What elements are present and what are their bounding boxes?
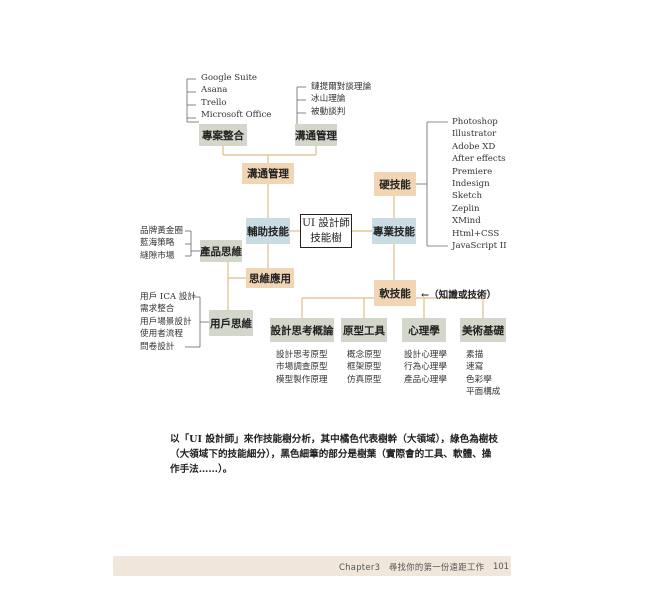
psychology-items-list: 設計心理學 行為心理學 產品心理學	[404, 349, 447, 386]
list-item: 素描	[466, 350, 484, 360]
footer-chapter: Chapter3 尋找你的第一份遠距工作	[339, 562, 485, 572]
list-item: JavaScript II	[452, 240, 507, 251]
list-item: Microsoft Office	[201, 110, 272, 121]
list-item: Adobe XD	[452, 141, 496, 152]
list-item: 仿真原型	[347, 374, 382, 385]
center-line-1: UI 設計師	[302, 217, 350, 229]
list-item: Sketch	[452, 191, 482, 202]
communication-management-node: 溝通管理	[242, 163, 294, 184]
list-item: 問卷設計	[140, 341, 175, 352]
list-item: Illustrator	[452, 129, 497, 140]
user-thinking-node: 用戶思維	[209, 310, 253, 336]
center-node-ui-designer: UI 設計師 技能樹	[300, 214, 352, 248]
prototype-items-list: 概念原型 框架原型 仿真原型	[347, 349, 381, 386]
hard-skill-tools-list: Photoshop Illustrator Adobe XD After eff…	[452, 116, 507, 252]
list-item: Asana	[201, 85, 228, 96]
list-item: 行為心理學	[404, 362, 447, 373]
list-item: Zeplin	[452, 203, 480, 214]
list-item: 藍海策略	[140, 238, 175, 249]
list-item: 模型製作原理	[276, 374, 328, 385]
communication-management-sub-node: 溝通管理	[295, 124, 337, 146]
list-item: 冰山理論	[311, 94, 346, 105]
design-thinking-node: 設計思考概論	[270, 318, 334, 342]
list-item: 設計思考原型	[276, 350, 328, 360]
list-item: 使用者流程	[140, 329, 183, 340]
list-item: 設計心理學	[404, 350, 447, 360]
list-item: 速寫	[466, 362, 484, 373]
list-item: 概念原型	[347, 350, 382, 360]
professional-skills-node: 專業技能	[372, 218, 416, 244]
list-item: 平面構成	[466, 387, 501, 398]
art-basics-node: 美術基礎	[460, 318, 506, 342]
list-item: 縫隙市場	[140, 250, 175, 261]
list-item: 市場調查原型	[276, 362, 328, 373]
product-items-list: 品牌黃金圈 藍海策略 縫隙市場	[140, 225, 183, 262]
list-item: 用戶場景設計	[140, 316, 192, 327]
list-item: Photoshop	[452, 117, 498, 127]
list-item: 框架原型	[347, 362, 382, 373]
auxiliary-skills-node: 輔助技能	[246, 218, 290, 244]
center-line-2: 技能樹	[310, 232, 342, 244]
psychology-node: 心理學	[402, 318, 446, 342]
hard-skills-node: 硬技能	[374, 172, 416, 196]
project-tools-list: Google Suite Asana Trello Microsoft Offi…	[201, 72, 271, 122]
product-thinking-node: 產品思維	[200, 240, 242, 262]
list-item: XMind	[452, 216, 481, 227]
list-item: Premiere	[452, 166, 493, 177]
list-item: Indesign	[452, 178, 490, 189]
list-item: 需求整合	[140, 304, 175, 315]
list-item: 被動談判	[311, 106, 346, 117]
list-item: 用戶 ICA 設計	[140, 292, 197, 302]
list-item: 產品心理學	[404, 374, 447, 385]
list-item: Trello	[201, 97, 227, 108]
figure-caption: 以「UI 設計師」來作技能樹分析，其中橘色代表樹幹（大領域），綠色為樹枝（大領域…	[170, 434, 498, 475]
prototype-tools-node: 原型工具	[341, 318, 387, 342]
project-integration-node: 專案整合	[199, 124, 247, 146]
communication-theory-list: 鏈提爾對談理論 冰山理論 被動談判	[311, 81, 371, 118]
list-item: 色彩學	[466, 374, 492, 385]
list-item: Html+CSS	[452, 228, 500, 239]
list-item: After effects	[452, 154, 506, 165]
user-items-list: 用戶 ICA 設計 需求整合 用戶場景設計 使用者流程 問卷設計	[140, 291, 196, 353]
page-number: 101	[493, 561, 509, 571]
thinking-application-node: 思維應用	[246, 268, 294, 288]
art-items-list: 素描 速寫 色彩學 平面構成	[466, 349, 500, 399]
list-item: 鏈提爾對談理論	[311, 82, 372, 92]
design-thinking-items-list: 設計思考原型 市場調查原型 模型製作原理	[276, 349, 328, 386]
soft-skills-note: ←（知識或技術）	[421, 290, 497, 301]
soft-skills-node: 軟技能	[374, 280, 416, 306]
list-item: 品牌黃金圈	[140, 226, 183, 236]
page-footer: Chapter3 尋找你的第一份遠距工作 101	[113, 556, 511, 576]
list-item: Google Suite	[201, 73, 257, 83]
